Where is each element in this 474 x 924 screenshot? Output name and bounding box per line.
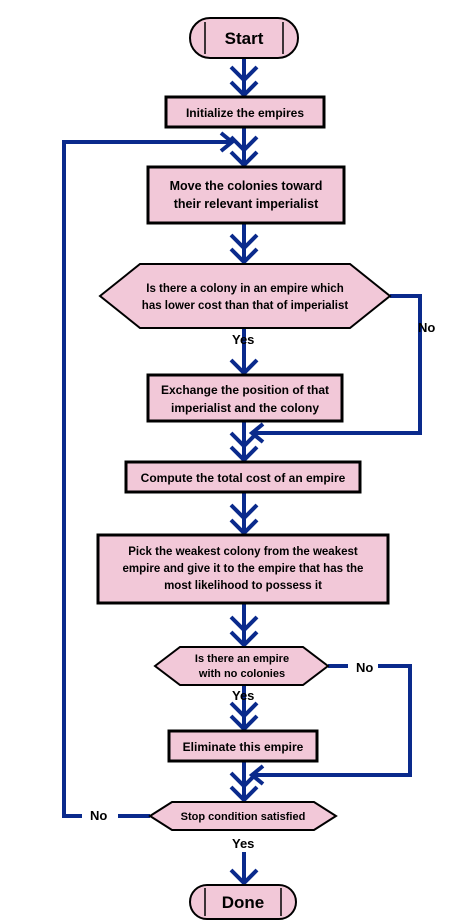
arrowhead-init-move — [229, 150, 259, 168]
done-terminal: Done — [189, 884, 297, 920]
move-colonies-label: Move the colonies toward their relevant i… — [170, 179, 323, 211]
exchange-line-2: imperialist and the colony — [171, 401, 319, 415]
arrowhead-eliminate-stop — [229, 785, 259, 803]
start-terminal: Start — [189, 17, 299, 59]
decision1-no-label: No — [418, 320, 435, 335]
decision2-no-label: No — [356, 660, 373, 675]
arrowhead-move-decision1-2 — [229, 233, 259, 251]
arrowhead-move-decision1 — [229, 247, 259, 265]
arrow-stop-no — [62, 140, 232, 818]
compute-cost-label: Compute the total cost of an empire — [141, 471, 346, 485]
stop-line-1: Stop condition satisfied — [181, 811, 306, 823]
arrowhead-stop-no — [219, 131, 236, 153]
arrowhead-compute-pick — [229, 518, 259, 536]
start-line-1: Start — [225, 29, 264, 48]
decision2-line-1: Is there an empire — [195, 653, 289, 665]
decision1-line-1: Is there a colony in an empire which — [146, 283, 343, 295]
move-line-1: Move the colonies toward — [170, 179, 323, 193]
empire-no-colonies-decision: Is there an empire with no colonies — [153, 646, 330, 686]
pick-line-2: empire and give it to the empire that ha… — [123, 563, 364, 575]
arrowhead-decision2-no — [248, 764, 265, 786]
decision1-line-2: has lower cost than that of imperialist — [142, 300, 349, 312]
compute-line-1: Compute the total cost of an empire — [141, 471, 346, 485]
pick-line-1: Pick the weakest colony from the weakest — [128, 546, 358, 558]
initialize-process: Initialize the empires — [164, 95, 326, 129]
stop-condition-label: Stop condition satisfied — [181, 811, 306, 823]
connectors — [62, 58, 422, 886]
arrowhead-pick-decision2 — [229, 630, 259, 648]
eliminate-label: Eliminate this empire — [183, 740, 304, 754]
empire-no-colonies-label: Is there an empire with no colonies — [195, 653, 289, 680]
arrowhead-start-init — [229, 80, 259, 98]
arrowhead-eliminate-stop-2 — [229, 771, 259, 789]
move-colonies-process: Move the colonies toward their relevant i… — [146, 165, 346, 225]
exchange-line-1: Exchange the position of that — [161, 383, 329, 397]
arrow-decision2-no — [252, 664, 412, 777]
eliminate-line-1: Eliminate this empire — [183, 740, 304, 754]
done-label: Done — [222, 893, 265, 912]
colony-cost-decision: Is there a colony in an empire which has … — [98, 263, 392, 329]
stop-no-label: No — [90, 808, 107, 823]
stop-yes-label: Yes — [232, 836, 254, 851]
arrowhead-start-init-2 — [229, 65, 259, 83]
decision1-yes-label: Yes — [232, 332, 254, 347]
arrowhead-exchange-compute-2 — [229, 431, 259, 449]
exchange-label: Exchange the position of that imperialist… — [161, 383, 329, 415]
arrowhead-decision1-exchange — [229, 358, 259, 376]
stop-condition-decision: Stop condition satisfied — [148, 801, 338, 831]
eliminate-process: Eliminate this empire — [167, 729, 319, 763]
arrowhead-exchange-compute — [229, 445, 259, 463]
pick-weakest-label: Pick the weakest colony from the weakest… — [123, 546, 364, 592]
pick-line-3: most likelihood to possess it — [164, 580, 322, 592]
decision2-yes-label: Yes — [232, 688, 254, 703]
arrowhead-init-move-2 — [229, 135, 259, 153]
init-line-1: Initialize the empires — [186, 106, 304, 120]
exchange-process: Exchange the position of that imperialist… — [146, 373, 344, 423]
start-label: Start — [225, 29, 264, 48]
arrowhead-pick-decision2-2 — [229, 615, 259, 633]
initialize-label: Initialize the empires — [186, 106, 304, 120]
arrowhead-stop-done — [229, 868, 259, 886]
done-line-1: Done — [222, 893, 265, 912]
arrowhead-compute-pick-2 — [229, 503, 259, 521]
decision2-line-2: with no colonies — [198, 668, 285, 680]
arrowhead-decision2-eliminate — [229, 714, 259, 732]
colony-cost-decision-label: Is there a colony in an empire which has … — [142, 283, 349, 312]
compute-cost-process: Compute the total cost of an empire — [124, 460, 362, 494]
pick-weakest-process: Pick the weakest colony from the weakest… — [96, 533, 390, 605]
arrowhead-decision2-eliminate-2 — [229, 701, 259, 719]
arrow-decision1-no — [252, 294, 422, 435]
move-line-2: their relevant imperialist — [174, 197, 319, 211]
arrowhead-decision1-no — [248, 422, 265, 444]
